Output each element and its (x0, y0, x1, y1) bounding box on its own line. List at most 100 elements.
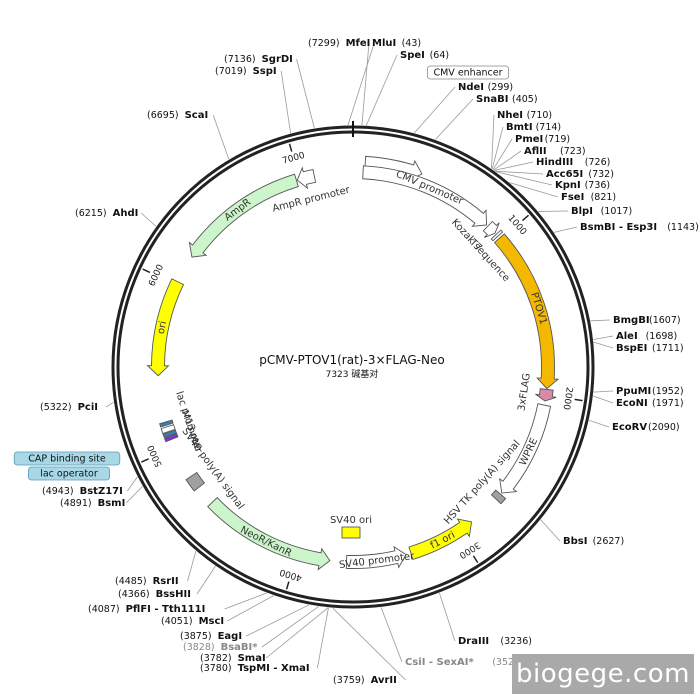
site-name: PciI (78, 402, 98, 413)
site-blpi: BlpI (1017) (571, 206, 632, 217)
site-position: (6215) (75, 208, 107, 219)
tick-mark (285, 581, 290, 590)
site-name: MscI (199, 616, 225, 627)
site-csii-sexai-: CsiI - SexAI*(3526) (405, 657, 524, 668)
feature-label-box (13, 451, 121, 466)
site-leader-line (361, 42, 370, 126)
site-ahdi: (6215)AhdI (75, 208, 138, 219)
site-position: (1143) (667, 222, 699, 233)
feature-t7 (482, 220, 500, 238)
site-position: (821) (591, 192, 617, 203)
site-name: BmtI (506, 122, 533, 133)
site-leader-line (493, 150, 522, 171)
site-name: TspMI - XmaI (238, 663, 310, 674)
watermark: biogege.com (512, 654, 694, 694)
site-name: BssHII (156, 589, 191, 600)
plasmid-size: 7323 碱基对 (326, 368, 379, 380)
tick-mark (472, 555, 479, 564)
site-name: BlpI (571, 206, 593, 217)
site-tspmi-xmai: (3780) TspMI - XmaI (200, 663, 310, 674)
feature-kozak (490, 229, 504, 242)
site-name: BmgBI (613, 315, 650, 326)
site-position: (1698) (646, 331, 678, 342)
tick-label: 2000 (561, 386, 574, 410)
site-leader-line (332, 607, 406, 681)
site-leader-line (553, 226, 578, 233)
site-name: MluI (372, 38, 396, 49)
feature-label-cap-site: CAP binding site (28, 454, 106, 465)
site-leader-line (495, 170, 544, 175)
site-position: (299) (488, 82, 514, 93)
site-ndei: NdeI (299) (458, 82, 513, 93)
site-position: (4943) (42, 486, 74, 497)
site-leader-line (140, 212, 157, 227)
site-name: NheI (497, 110, 523, 121)
site-leader-line (317, 607, 329, 669)
site-position: (3782) (200, 653, 232, 664)
site-leader-line (491, 114, 495, 169)
tick-mark (141, 458, 149, 463)
site-leader-line (246, 604, 310, 637)
site-name: BstZ17I (80, 486, 123, 497)
site-sgrdi: (7136)SgrDI (224, 54, 293, 65)
tick-mark (574, 398, 583, 402)
site-name: EcoNI (616, 398, 648, 409)
site-position: (3780) (200, 663, 232, 674)
site-position: (2090) (648, 422, 680, 433)
site-position: (1017) (601, 206, 633, 217)
feature-m13-rev (163, 433, 179, 443)
site-leader-line (347, 42, 375, 126)
site-name: PpuMI (616, 386, 651, 397)
site-position: (732) (588, 169, 614, 180)
site-name: NdeI (458, 82, 484, 93)
site-bmgbi: BmgBI(1607) (613, 315, 681, 326)
feature-label-3xflag: 3xFLAG (516, 372, 532, 411)
site-leader-line (261, 606, 319, 648)
site-position: (710) (527, 110, 553, 121)
site-bstz17i: (4943) BstZ17I (42, 486, 123, 497)
site-leader-line (187, 550, 197, 582)
tick-label: 4000 (278, 566, 303, 582)
site-name: Acc65I (546, 169, 583, 180)
site-ppumi: PpuMI(1952) (616, 386, 684, 397)
site-econi: EcoNI(1971) (616, 398, 684, 409)
site-position: (723) (560, 146, 586, 157)
tick-mark (288, 143, 293, 152)
site-bsmbi-esp3i: BsmBI - Esp3I(1143) (580, 222, 699, 233)
site-sspi: (7019)SspI (215, 66, 277, 77)
site-leader-line (439, 592, 456, 642)
backbone-ring (111, 121, 595, 609)
feature-hsv-tk-polya (490, 489, 507, 505)
site-position: (5322) (40, 402, 72, 413)
site-leader-line (127, 476, 138, 492)
site-name: EcoRV (612, 422, 647, 433)
site-leader-line (105, 401, 114, 408)
site-position: (2627) (593, 536, 625, 547)
tick-label: 7000 (281, 151, 306, 167)
feature-label-cmv-enhancer: CMV enhancer (433, 68, 502, 79)
site-name: FseI (561, 192, 584, 203)
site-leader-line (212, 114, 230, 160)
site-name: DraIII (458, 636, 489, 647)
site-bbsi: BbsI(2627) (563, 536, 624, 547)
site-hindiii: HindIII(726) (536, 157, 610, 168)
site-name: SnaBI (476, 94, 508, 105)
tick-label: 6000 (147, 263, 166, 288)
feature-sv40-ori (341, 526, 361, 539)
site-smai: (3782)SmaI (200, 653, 266, 664)
feature-label-lac-promoter: lac promoter (173, 390, 204, 455)
site-leader-lines (105, 42, 614, 681)
feature-lac-operator (162, 429, 178, 439)
site-leader-line (265, 607, 329, 659)
site-leader-line (509, 182, 559, 198)
site-position: (1607) (649, 315, 681, 326)
site-position: (3236) (500, 636, 532, 647)
feature-ampr (188, 173, 299, 258)
site-position: (7299) (308, 38, 340, 49)
site-leader-line (494, 161, 534, 171)
site-name: SspI (253, 66, 277, 77)
site-leader-line (540, 519, 561, 542)
feature-neor-kanr (207, 496, 331, 571)
feature-label-box (27, 466, 110, 481)
site-position: (1952) (652, 386, 684, 397)
